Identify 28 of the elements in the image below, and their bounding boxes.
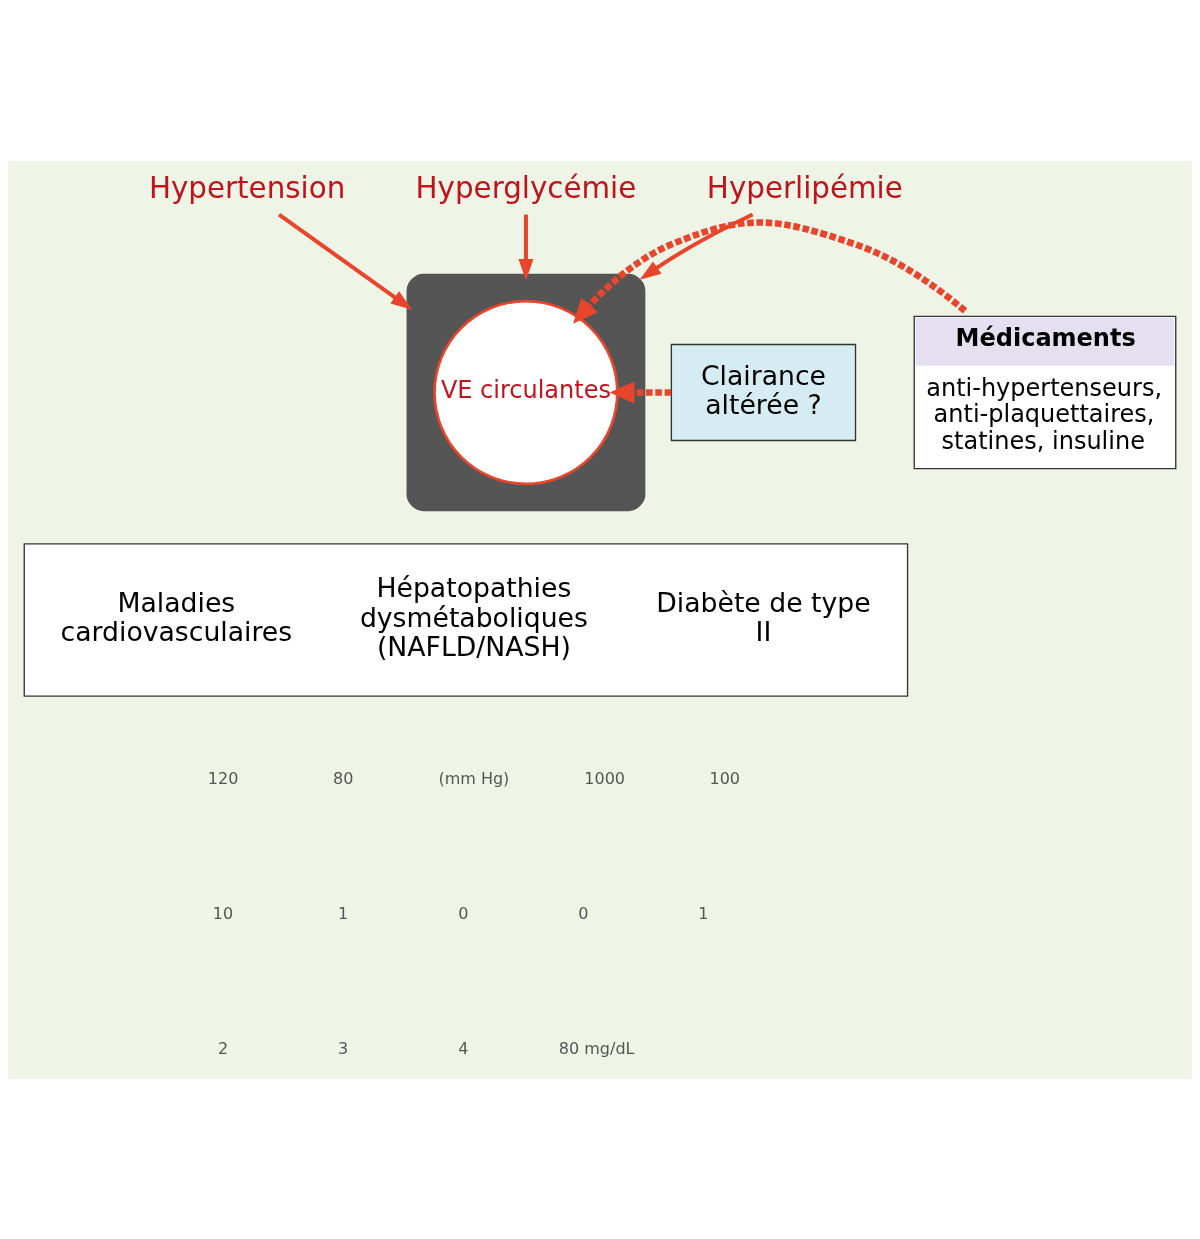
node-box: Clairance altérée ? [670, 343, 857, 441]
arrow [518, 214, 534, 280]
node-text: Diabète de type II [656, 586, 871, 647]
label: 0 [578, 903, 589, 923]
label: 120 [207, 768, 239, 788]
label: 4 [458, 1038, 469, 1058]
node-text: Hépatopathies dysmétaboliques (NAFLD/NASH) [359, 571, 588, 662]
node-text: Maladies cardiovasculaires [60, 586, 293, 647]
arrow [639, 212, 754, 280]
label: 100 [709, 768, 741, 788]
label: 0 [458, 903, 469, 923]
label: 2 [217, 1038, 229, 1058]
label: 1 [338, 903, 349, 923]
node-text: Hyperlipémie [706, 170, 903, 205]
cluster [23, 542, 909, 697]
arrow [609, 381, 672, 403]
label: 1 [698, 903, 709, 923]
label: 80 mg/dL [558, 1038, 635, 1058]
node-text: Hypertension [148, 170, 346, 205]
label: 80 [332, 768, 354, 788]
label: 10 [212, 903, 234, 923]
label: 3 [338, 1038, 349, 1058]
arrow [573, 218, 968, 324]
arrow [277, 212, 413, 310]
cluster [406, 273, 646, 511]
node-text: Hyperglycémie [415, 170, 637, 205]
label: (mm Hg) [438, 768, 510, 788]
label: 1000 [584, 768, 626, 788]
